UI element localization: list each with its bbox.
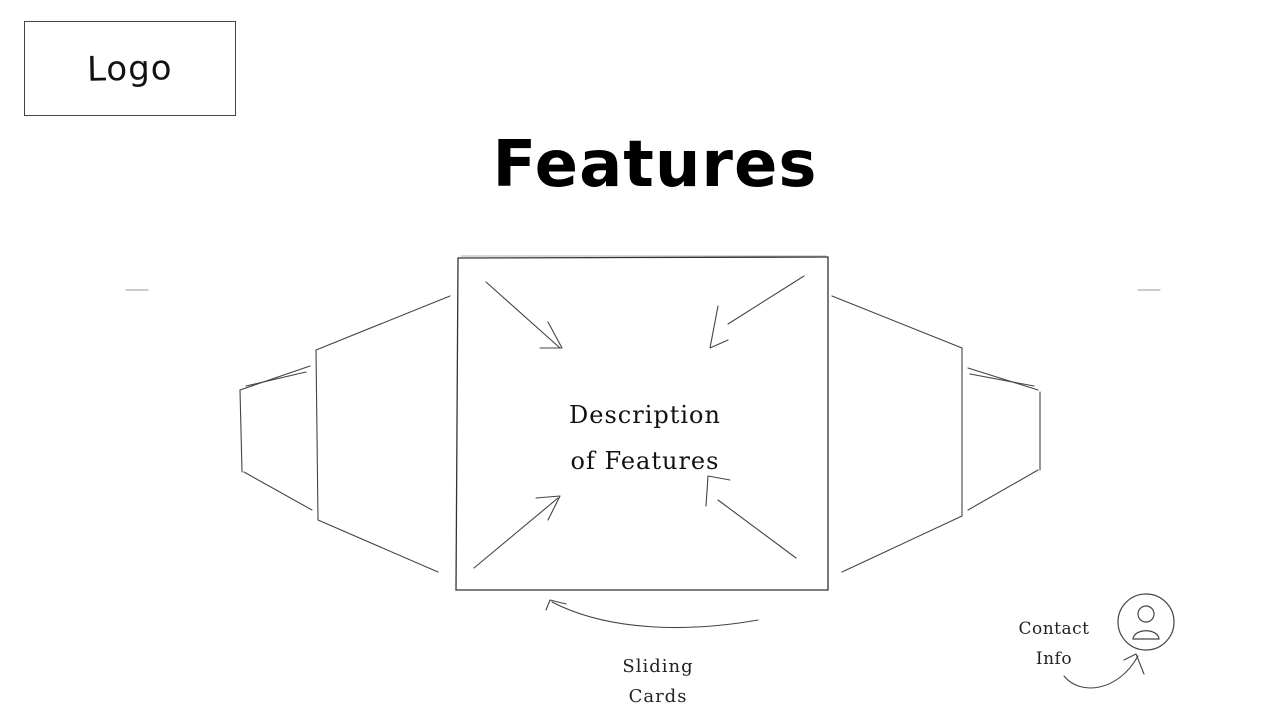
contact-info-label: Contact Info [1004, 614, 1104, 674]
right-far-card [967, 367, 1041, 511]
arrow-bottom-left [473, 495, 561, 569]
sliding-cards-label: Sliding Cards [598, 652, 718, 712]
right-side-card [831, 295, 963, 573]
contact-label-line2: Info [1035, 649, 1073, 669]
left-side-card [315, 295, 451, 573]
feature-description-line2: of Features [570, 447, 720, 475]
user-avatar-icon[interactable] [1116, 592, 1176, 652]
logo-placeholder[interactable]: Logo [24, 21, 236, 116]
page-title: Features [492, 128, 818, 202]
contact-arrow [1063, 653, 1145, 689]
left-far-card [239, 365, 313, 511]
sliding-label-line1: Sliding [622, 656, 694, 677]
sliding-arrow [545, 599, 759, 629]
contact-label-line1: Contact [1018, 619, 1090, 639]
arrow-top-right [709, 275, 805, 349]
feature-description: Description of Features [540, 392, 750, 484]
sliding-label-line2: Cards [628, 686, 688, 707]
center-feature-card [455, 255, 829, 591]
arrow-bottom-right [705, 475, 797, 559]
feature-description-line1: Description [569, 401, 721, 429]
arrow-top-left [485, 281, 563, 349]
